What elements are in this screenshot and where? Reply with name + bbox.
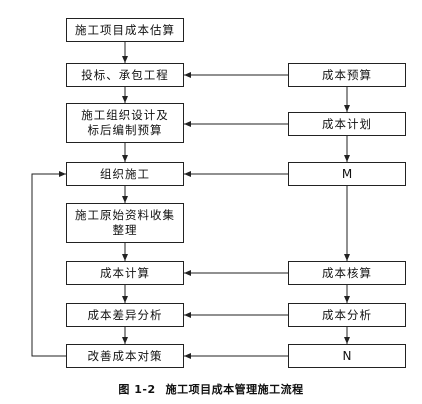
node-organize-construction-label: 组织施工 <box>100 166 150 181</box>
node-collect-records: 施工原始资料收集 整理 <box>66 203 184 243</box>
node-cost-analysis-label: 成本分析 <box>322 307 372 322</box>
node-improve-cost-measures: 改善成本对策 <box>66 344 184 368</box>
node-cost-analysis: 成本分析 <box>288 303 406 327</box>
node-cost-plan: 成本计划 <box>288 112 406 136</box>
node-cost-forecast-label: 成本预算 <box>322 67 372 82</box>
node-improve-cost-measures-label: 改善成本对策 <box>87 348 163 363</box>
node-n-label: N <box>342 348 352 363</box>
figure-title: 施工项目成本管理施工流程 <box>165 383 304 396</box>
node-m: M <box>288 162 406 186</box>
node-organize-construction: 组织施工 <box>66 162 184 186</box>
node-cost-estimate: 施工项目成本估算 <box>66 18 184 42</box>
node-cost-plan-label: 成本计划 <box>322 116 372 131</box>
node-cost-estimate-label: 施工项目成本估算 <box>75 22 175 37</box>
node-bidding: 投标、承包工程 <box>66 63 184 87</box>
figure-number: 图 1-2 <box>118 383 156 396</box>
node-construction-design-label: 施工组织设计及 标后编制预算 <box>81 108 169 137</box>
node-m-label: M <box>341 166 353 181</box>
node-bidding-label: 投标、承包工程 <box>81 67 169 82</box>
node-cost-verification-label: 成本核算 <box>322 265 372 280</box>
node-n: N <box>288 344 406 368</box>
node-cost-calculation-label: 成本计算 <box>100 265 150 280</box>
node-cost-difference-analysis: 成本差异分析 <box>66 303 184 327</box>
node-cost-forecast: 成本预算 <box>288 63 406 87</box>
connector-improve-to-organize <box>31 171 66 357</box>
node-cost-difference-analysis-label: 成本差异分析 <box>87 307 163 322</box>
node-collect-records-label: 施工原始资料收集 整理 <box>75 208 175 237</box>
figure-caption: 图 1-2 施工项目成本管理施工流程 <box>0 381 422 397</box>
node-cost-calculation: 成本计算 <box>66 261 184 285</box>
node-cost-verification: 成本核算 <box>288 261 406 285</box>
node-construction-design: 施工组织设计及 标后编制预算 <box>66 103 184 143</box>
